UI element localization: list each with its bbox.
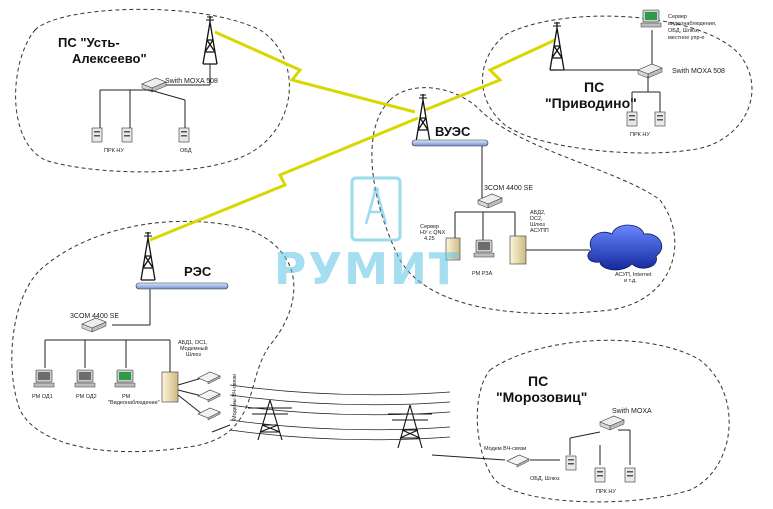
modem-icon [197,389,221,403]
watermark-text: РУМИТ [274,244,461,295]
zone-res [11,220,295,453]
cloud-icon [587,224,663,271]
privodino-server-3: ОБД, Шлюз, [668,28,700,34]
server-icon [121,127,133,143]
morozovits-title-1: ПС [528,373,548,389]
privodino-server-4: местное упр-е [668,35,704,41]
antenna-tower-icon [415,93,431,143]
radio-link-res-vues [149,116,419,242]
res-server-2: Модемный [180,345,208,352]
vues-cloud-2: и т.д. [624,278,637,284]
res-bus-bar [135,282,229,290]
ust-device1: ПРК НУ [104,148,124,154]
zone-privodino [482,15,753,154]
modem-icon [506,454,530,468]
ust-device2: ОБД [180,148,192,154]
workstation-icon [473,239,495,258]
morozovits-title-2: "Морозовиц" [496,389,587,405]
watermark-logo-icon [350,176,402,242]
switch-icon [81,317,107,333]
res-modems-label: Модемы ВЧ-связи [232,374,238,420]
vues-title: ВУЭС [435,124,471,139]
switch-icon [637,63,663,79]
vues-server-right-3: Шлюз [530,222,545,228]
modem-icon [197,407,221,421]
privodino-title-1: ПС [584,79,604,95]
server-icon [594,467,606,483]
vues-cloud-1: АСУП, Internet [615,272,652,278]
morozovits-device1: ОБД, Шлюз [530,476,560,482]
vues-server-left-1: Сервер [420,224,439,230]
res-ws3-2: "Видеонаблюдение" [108,400,160,406]
morozovits-switch-label: Swith MOXA [612,408,652,415]
ust-title-2: Алексеево" [72,51,147,66]
ust-switch-label: Swith MOXA 508 [165,78,218,85]
zone-morozovits [476,339,730,503]
server-icon [445,237,461,261]
morozovits-modem-label: Модем ВЧ-связи [484,446,526,452]
morozovits-device2: ПРК НУ [596,489,616,495]
vues-switch-label: 3COM 4400 SE [484,185,533,192]
privodino-title-2: "Приводино" [545,95,637,111]
vues-server-right-2: DC2, [530,216,543,222]
modem-icon [197,371,221,385]
vues-bus-bar [411,139,489,147]
zone-ust-alekseevo [15,8,290,173]
vues-server-left-3: 4.25 [424,236,435,242]
server-icon [178,127,190,143]
server-icon [624,467,636,483]
server-icon [565,455,577,471]
vues-server-right-4: АСУПП [530,228,549,234]
vues-server-right-1: АБД2, [530,210,546,216]
res-ws1: РМ ОД1 [32,394,53,400]
workstation-icon [33,369,55,388]
antenna-tower-icon [549,21,565,71]
ust-title-1: ПС "Усть- [58,35,120,50]
server-icon [509,235,527,265]
power-line-tower-icon [388,404,432,449]
res-server-1: АБД1, DC1, [178,340,208,346]
privodino-switch-label: Swith MOXA 508 [672,68,725,75]
res-ws2: РМ ОД2 [76,394,97,400]
server-icon [161,371,179,403]
privodino-server-1: Сервер [668,14,687,20]
res-server-3: Шлюз [186,352,201,358]
res-ws3-1: РМ [122,394,131,400]
antenna-tower-icon [202,15,218,65]
vues-workstation: РМ РЗА [472,271,493,277]
server-icon [654,111,666,127]
radio-link-ust-vues [214,30,416,114]
privodino-device1: ПРК НУ [630,132,650,138]
privodino-server-2: видеонаблюдения, [668,21,717,27]
radio-link-vues-privodino [424,38,556,112]
switch-icon [599,415,625,431]
res-title: РЭС [184,264,212,279]
res-switch-label: 3COM 4400 SE [70,313,119,320]
power-wires [229,384,451,441]
zone-vues [371,87,676,314]
workstation-icon [74,369,96,388]
server-icon [626,111,638,127]
server-icon [91,127,103,143]
power-line-tower-icon [248,399,292,441]
vues-server-left-2: НУ с QNX [420,230,446,236]
